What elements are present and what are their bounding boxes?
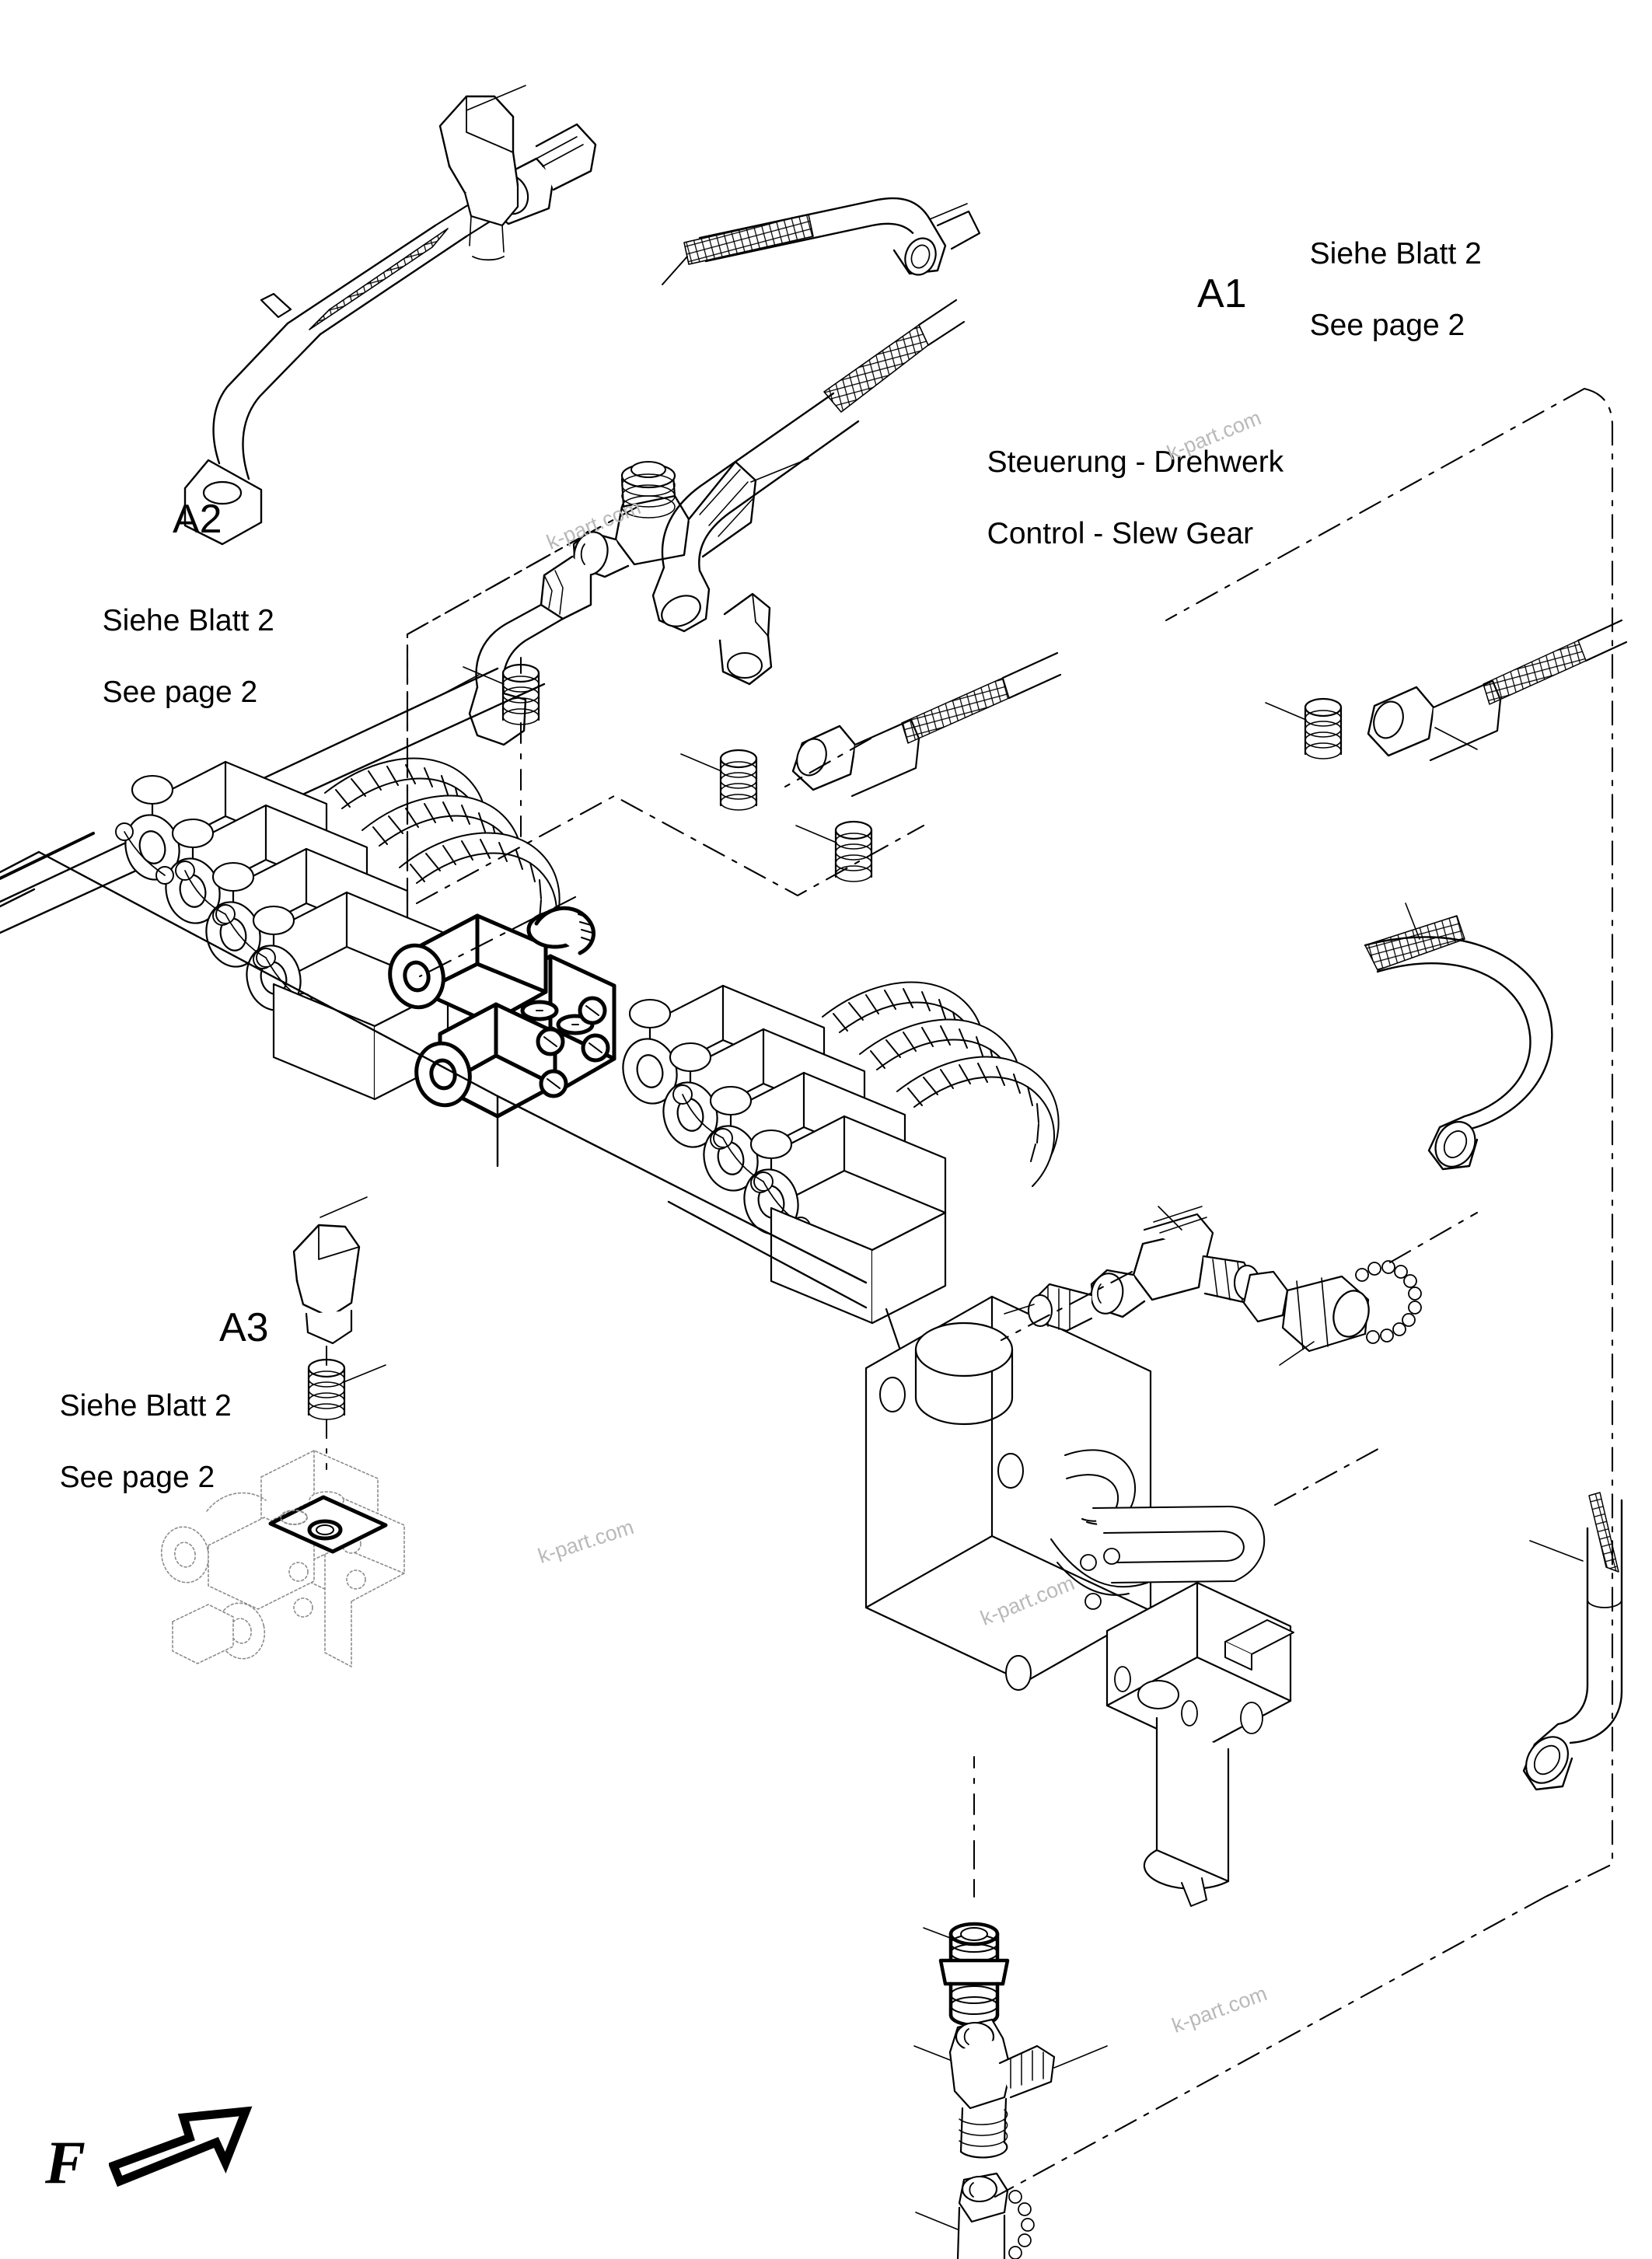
centerline-routing: [406, 387, 1614, 2198]
plug-stud-center: [680, 749, 758, 812]
orientation-letter: F: [45, 2128, 86, 2196]
a3-thread-plug: [307, 1346, 386, 1470]
valve-bank-right: [622, 981, 1060, 1447]
a3-elbow-fitting: [292, 1196, 368, 1345]
assembly-title: Steuerung - Drehwerk Control - Slew Gear: [970, 409, 1284, 552]
hose-end-nuts-center: [791, 651, 1062, 798]
tee-fitting-upper: [431, 458, 809, 746]
hose-top-right: [662, 197, 981, 285]
a2-reference-note: Siehe Blatt 2 See page 2: [86, 567, 274, 711]
orientation-arrow-icon: [109, 2106, 253, 2187]
a2-tag: A2: [173, 497, 222, 542]
hose-far-right-down: [1522, 1492, 1623, 1791]
rotary-manifold-block: [864, 1295, 1294, 1907]
hose-center-curve: [651, 299, 966, 686]
centerline-routing-box: [406, 505, 925, 905]
a1-tag: A1: [1197, 271, 1247, 316]
a3-note-line1: Siehe Blatt 2: [59, 1389, 232, 1423]
a2-note-line2: See page 2: [102, 676, 258, 710]
a1-note-line2: See page 2: [1309, 309, 1465, 343]
assembly-title-en: Control - Slew Gear: [987, 517, 1254, 551]
hose-top-left: [183, 185, 527, 546]
hose-end-nuts-right: [1367, 619, 1628, 762]
highlighted-valve-detail: [536, 913, 602, 1089]
valve-bank-left: [0, 667, 561, 1101]
tee-fitting-bottom: [913, 2018, 1108, 2159]
plug-stud-center2: [795, 820, 873, 883]
elbow-fitting-top: [438, 85, 526, 261]
adapter-nipple-threads: [923, 1756, 998, 2015]
hose-right-loop: [1364, 903, 1553, 1171]
a1-reference-note: Siehe Blatt 2 See page 2: [1293, 201, 1482, 344]
a2-note-line1: Siehe Blatt 2: [102, 604, 274, 638]
a3-detail: [280, 1510, 334, 1535]
a3-tag: A3: [219, 1305, 269, 1350]
assembly-title-de: Steuerung - Drehwerk: [987, 445, 1284, 480]
capped-fitting-bottom: [915, 2172, 1035, 2259]
tee-fitting-mid-right: [1004, 1206, 1261, 1332]
capped-fitting-with-chain: [1242, 1260, 1422, 1366]
a3-reference-note: Siehe Blatt 2 See page 2: [43, 1353, 232, 1496]
plug-stud-right: [1265, 697, 1343, 760]
highlighted-slew-control-valve: [388, 906, 616, 1119]
a1-note-line1: Siehe Blatt 2: [1309, 237, 1482, 271]
a3-note-line2: See page 2: [59, 1461, 215, 1495]
mounting-plate-edges: [0, 850, 868, 1309]
